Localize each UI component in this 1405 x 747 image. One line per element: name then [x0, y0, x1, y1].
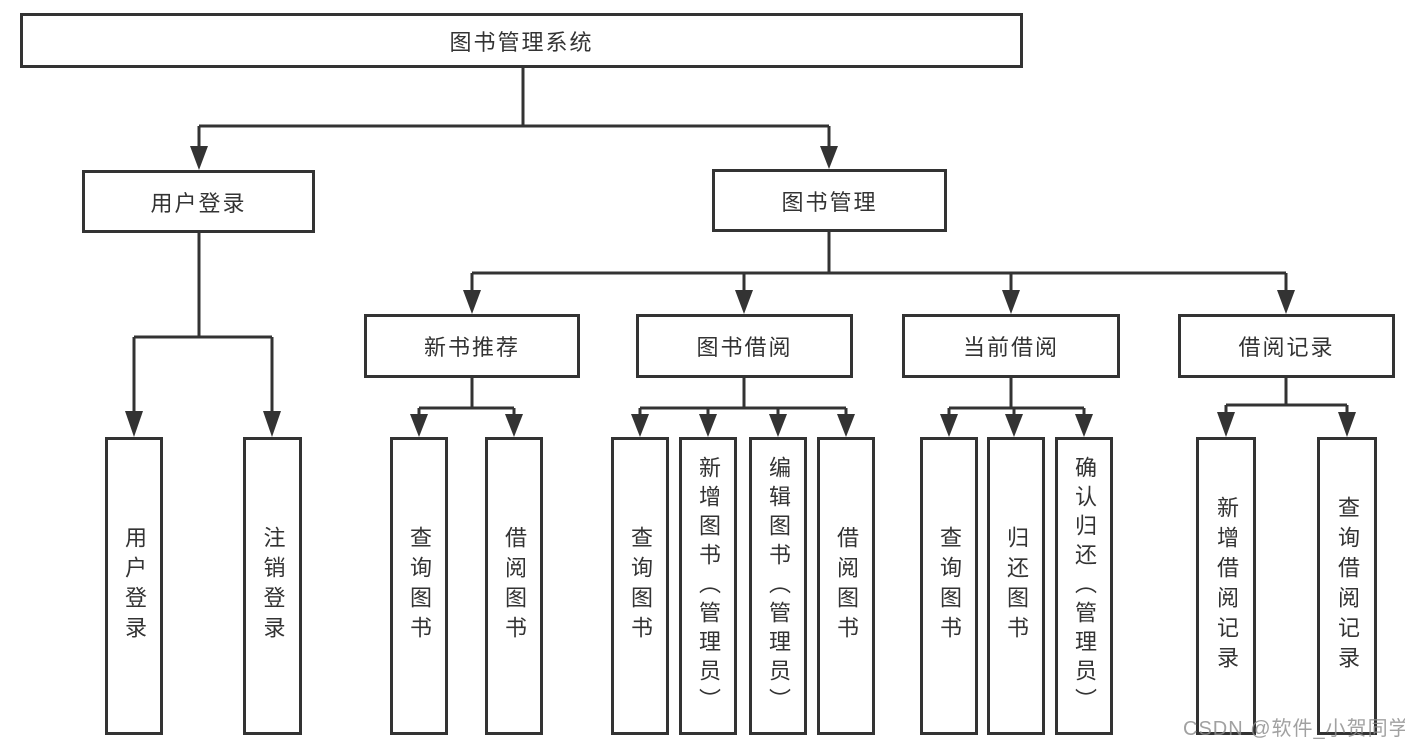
arrowhead — [410, 414, 428, 437]
leaf-logout: 注销登录 — [243, 437, 302, 735]
leaf-add-book-admin: 新增图书（管理员） — [679, 437, 737, 735]
connector-book-borrowing — [631, 378, 855, 437]
arrowhead — [263, 411, 281, 437]
node-label: 图书管理 — [781, 189, 878, 215]
arrowhead — [1338, 412, 1356, 437]
connector-root — [190, 68, 838, 170]
arrowhead — [125, 411, 143, 437]
leaf-label: 编辑图书（管理员） — [766, 455, 791, 717]
leaf-label: 借阅图书 — [502, 526, 527, 646]
arrowhead — [463, 290, 481, 314]
node-current-borrowing: 当前借阅 — [902, 314, 1120, 378]
leaf-label: 用户登录 — [122, 526, 147, 646]
leaf-label: 注销登录 — [260, 526, 286, 646]
leaf-query-borrow-record: 查询借阅记录 — [1317, 437, 1377, 735]
connector-borrowing-records — [1217, 378, 1356, 437]
node-label: 图书管理系统 — [449, 29, 594, 55]
node-borrowing-records: 借阅记录 — [1178, 314, 1395, 378]
leaf-label: 查询图书 — [937, 526, 962, 646]
arrowhead — [940, 414, 958, 437]
leaf-query-books-borrowing: 查询图书 — [611, 437, 669, 735]
arrowhead — [820, 146, 838, 169]
arrowhead — [699, 414, 717, 437]
arrowhead — [1277, 290, 1295, 314]
leaf-label: 借阅图书 — [834, 526, 859, 646]
arrowhead — [1217, 412, 1235, 437]
node-label: 借阅记录 — [1238, 335, 1335, 360]
leaf-confirm-return-admin: 确认归还（管理员） — [1055, 437, 1113, 735]
leaf-label: 新增借阅记录 — [1214, 496, 1239, 676]
arrowhead — [769, 414, 787, 437]
leaf-borrow-books-recommend: 借阅图书 — [485, 437, 543, 735]
arrowhead — [1002, 290, 1020, 314]
leaf-borrow-books: 借阅图书 — [817, 437, 875, 735]
node-label: 用户登录 — [150, 190, 247, 216]
leaf-label: 确认归还（管理员） — [1072, 455, 1097, 717]
csdn-watermark: CSDN @软件_小贺同学 — [1183, 718, 1405, 740]
leaf-user-login: 用户登录 — [105, 437, 163, 735]
leaf-label: 归还图书 — [1004, 526, 1029, 646]
node-book-management: 图书管理 — [712, 169, 947, 232]
arrowhead — [1075, 414, 1093, 437]
connector-new-book — [410, 378, 523, 437]
node-library-management-system: 图书管理系统 — [20, 13, 1023, 68]
leaf-query-books-current: 查询图书 — [920, 437, 978, 735]
connector-current-borrowing — [940, 378, 1093, 437]
leaf-label: 查询图书 — [628, 526, 653, 646]
arrowhead — [1005, 414, 1023, 437]
node-label: 图书借阅 — [696, 335, 793, 360]
arrowhead — [735, 290, 753, 314]
connector-user-login — [125, 233, 281, 437]
node-label: 新书推荐 — [423, 335, 520, 360]
node-new-book-recommendation: 新书推荐 — [364, 314, 580, 378]
node-book-borrowing: 图书借阅 — [636, 314, 853, 378]
leaf-edit-book-admin: 编辑图书（管理员） — [749, 437, 807, 735]
leaf-add-borrow-record: 新增借阅记录 — [1196, 437, 1256, 735]
leaf-label: 新增图书（管理员） — [696, 455, 721, 717]
leaf-label: 查询借阅记录 — [1335, 496, 1360, 676]
leaf-label: 查询图书 — [407, 526, 432, 646]
arrowhead — [190, 146, 208, 170]
arrowhead — [631, 414, 649, 437]
arrowhead — [505, 414, 523, 437]
node-label: 当前借阅 — [962, 335, 1059, 360]
leaf-query-books-recommend: 查询图书 — [390, 437, 448, 735]
arrowhead — [837, 414, 855, 437]
node-user-login: 用户登录 — [82, 170, 315, 233]
leaf-return-books: 归还图书 — [987, 437, 1045, 735]
connector-book-management — [463, 232, 1295, 314]
